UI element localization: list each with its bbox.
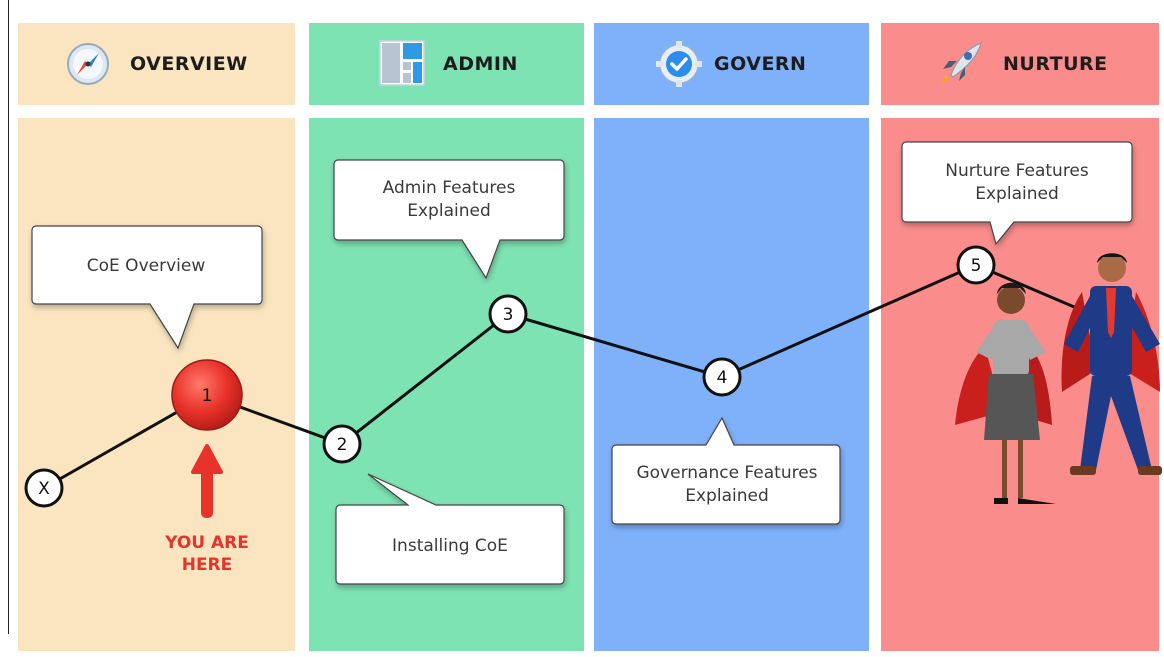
gear-check-icon	[656, 41, 702, 87]
header-nurture-label: NURTURE	[1003, 53, 1108, 75]
callout-nurture-text-line1: Nurture Features	[945, 161, 1089, 181]
rocket-icon	[941, 42, 982, 85]
callout-admin-text-line2: Explained	[407, 201, 490, 221]
node-4[interactable]: 4	[702, 357, 742, 397]
callout-admin	[333, 159, 565, 280]
left-divider-line	[8, 0, 9, 634]
node-5[interactable]: 5	[956, 245, 996, 285]
superhero-man-illustration	[1061, 253, 1162, 475]
header-govern: GOVERN	[594, 23, 869, 105]
layout-blocks-icon	[379, 40, 425, 86]
callout-overview-text: CoE Overview	[87, 256, 206, 276]
you-are-here-arrow	[191, 444, 223, 518]
callout-govern-text-line2: Explained	[685, 486, 768, 506]
node-5-label: 5	[971, 256, 982, 276]
compass-icon	[67, 43, 109, 85]
callout-govern	[611, 416, 841, 525]
header-overview: OVERVIEW	[18, 23, 295, 105]
callout-govern-text-line1: Governance Features	[636, 463, 817, 483]
you-are-here-line2: HERE	[182, 555, 233, 575]
header-nurture: NURTURE	[881, 23, 1159, 105]
node-4-label: 4	[717, 368, 728, 388]
callout-admin-text-line1: Admin Features	[383, 178, 516, 198]
node-start[interactable]: X	[24, 468, 64, 508]
callout-nurture	[901, 141, 1133, 246]
header-govern-label: GOVERN	[714, 53, 807, 75]
node-3[interactable]: 3	[488, 294, 528, 334]
node-1-label: 1	[202, 386, 213, 406]
header-admin-label: ADMIN	[443, 53, 518, 75]
node-1-current[interactable]: 1	[171, 359, 243, 431]
header-overview-label: OVERVIEW	[130, 53, 248, 75]
node-3-label: 3	[503, 305, 514, 325]
you-are-here-line1: YOU ARE	[164, 533, 249, 553]
callout-overview	[31, 225, 263, 350]
superhero-woman-illustration	[955, 282, 1056, 504]
panel-overview	[18, 118, 295, 651]
callout-install-text: Installing CoE	[392, 536, 508, 556]
header-admin: ADMIN	[309, 23, 584, 105]
node-2[interactable]: 2	[322, 424, 362, 464]
callout-install	[335, 473, 565, 585]
node-start-label: X	[38, 479, 50, 499]
callout-nurture-text-line2: Explained	[975, 184, 1058, 204]
node-2-label: 2	[337, 435, 348, 455]
